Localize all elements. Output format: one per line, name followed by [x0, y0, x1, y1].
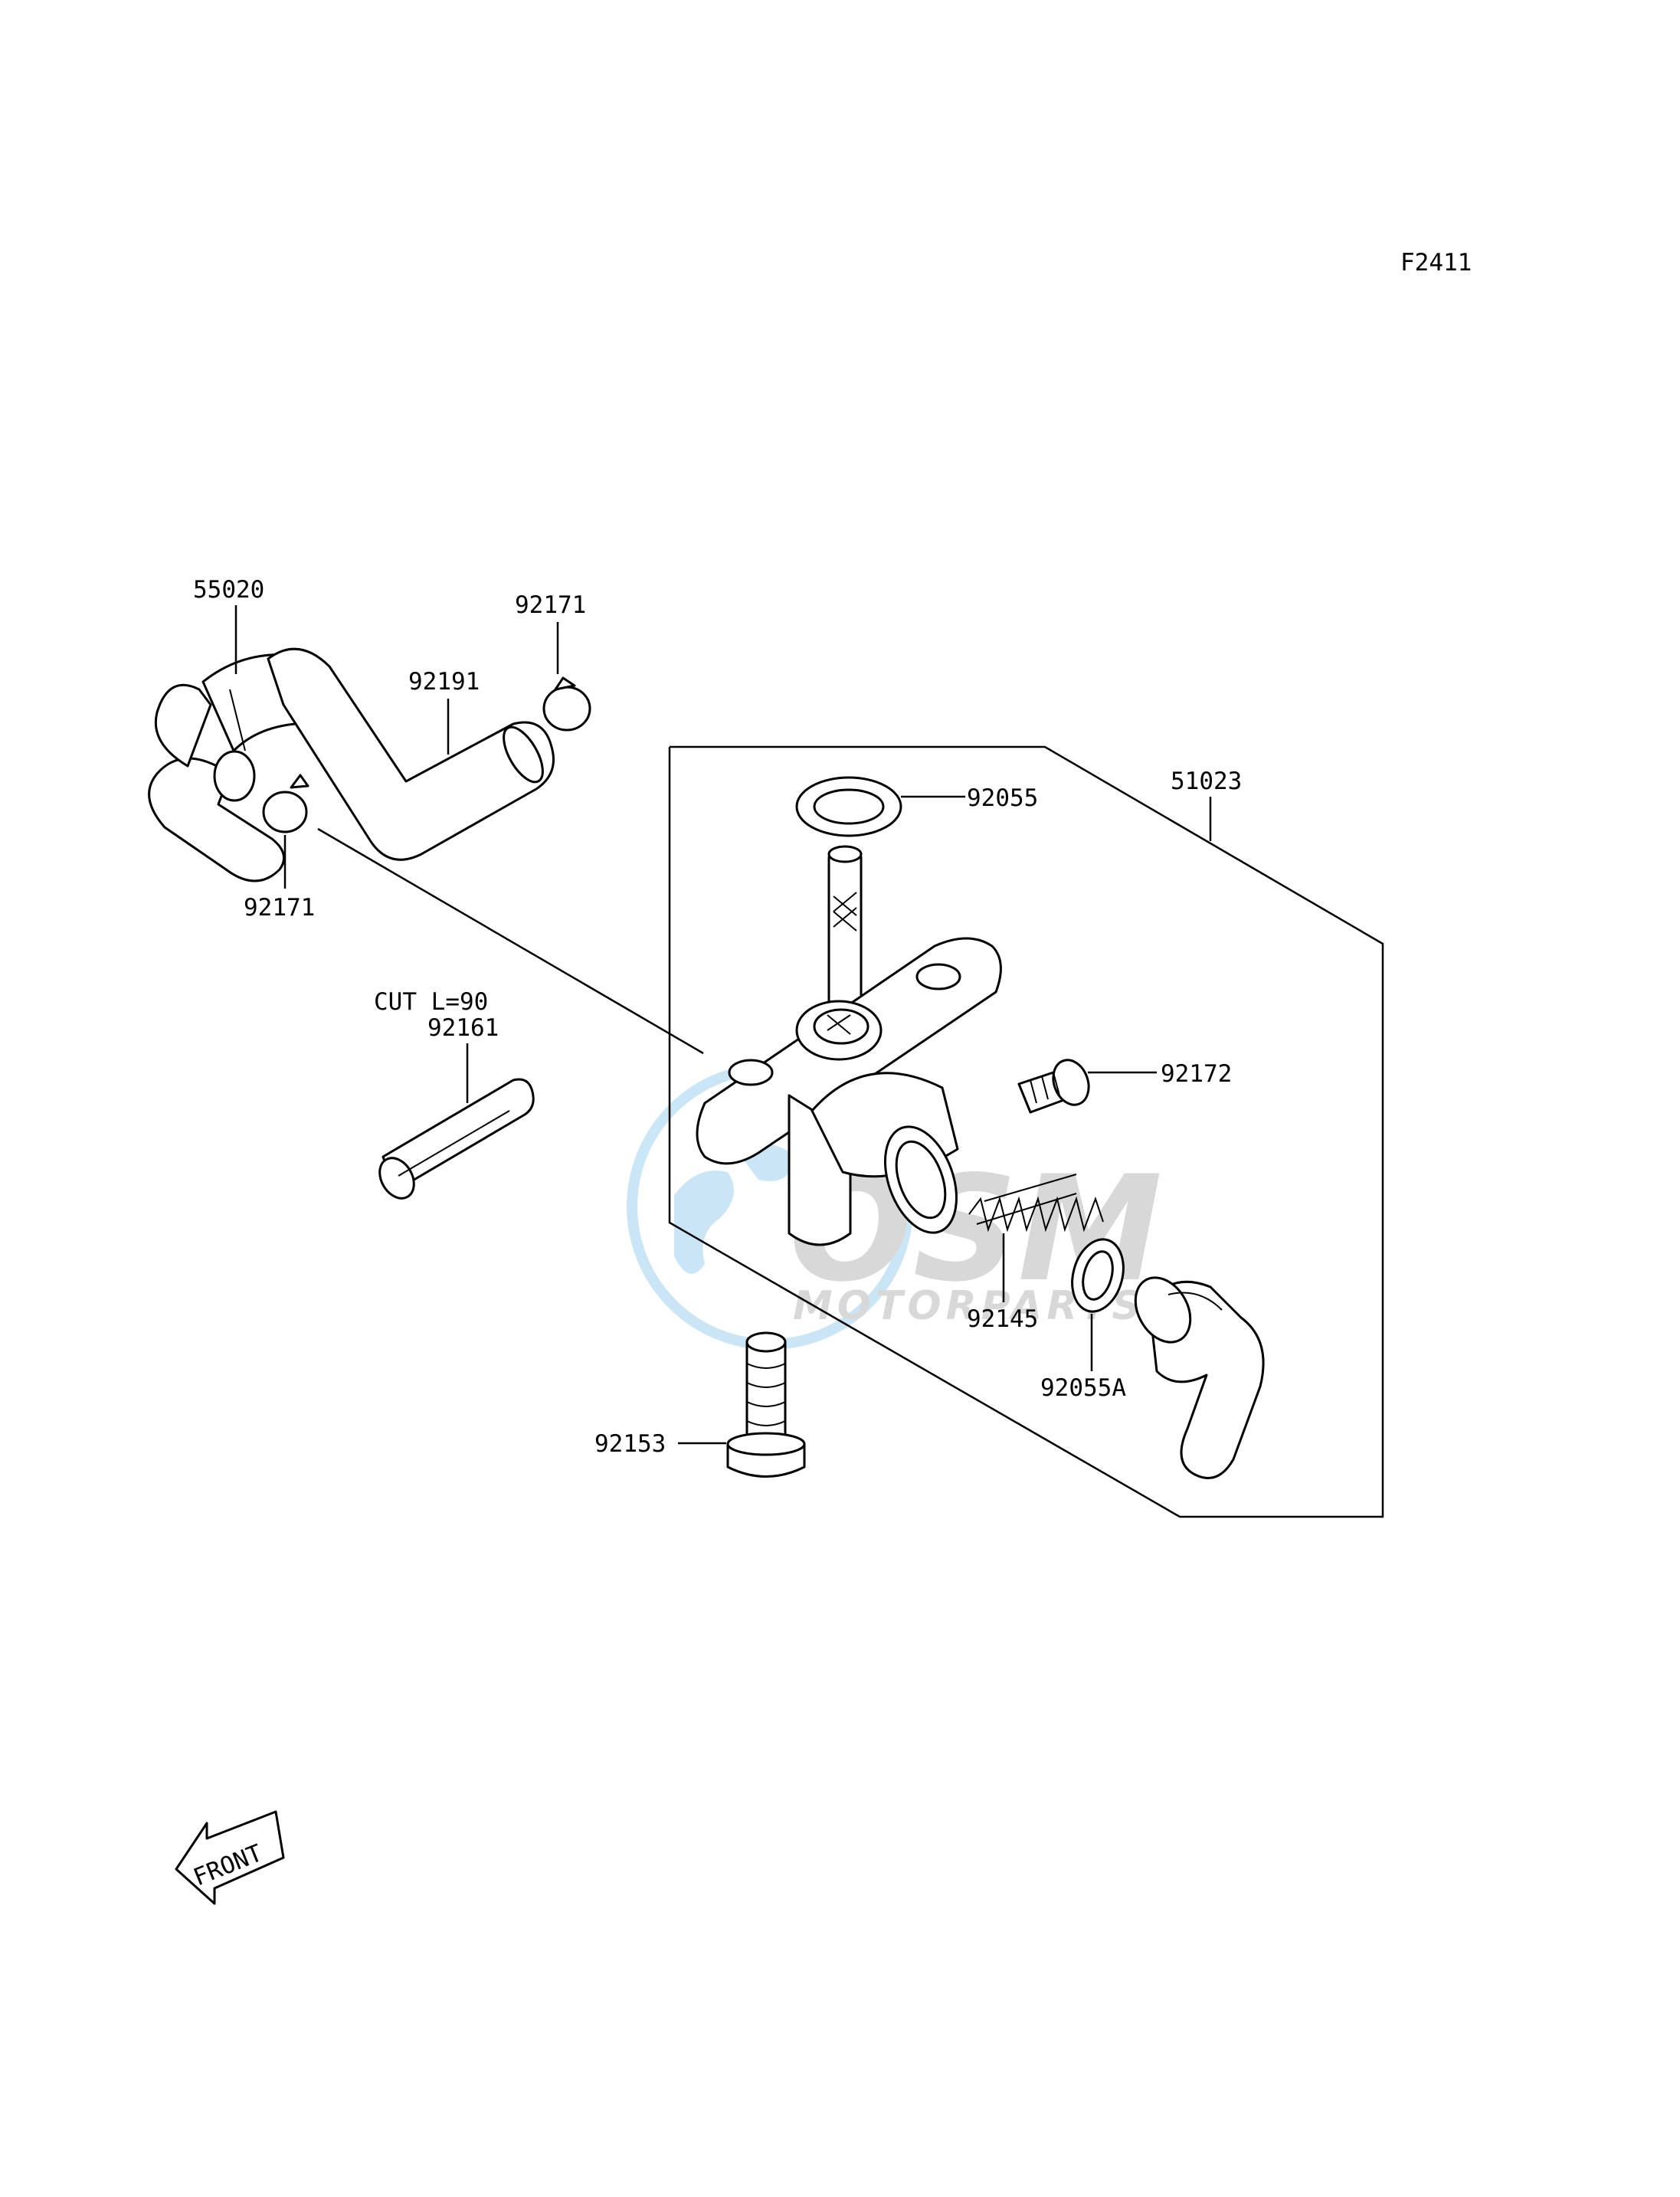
label-92153: 92153 [594, 1430, 666, 1458]
label-92171-top: 92171 [515, 591, 586, 619]
figure-code: F2411 [1400, 249, 1472, 277]
screw-92172 [1017, 1059, 1090, 1114]
assembly-outline [668, 745, 1384, 1518]
label-92172: 92172 [1161, 1060, 1232, 1088]
oring-92055a [1071, 1238, 1125, 1313]
front-arrow-icon: FRONT [175, 1810, 285, 1905]
fuel-cock-body [696, 845, 1002, 1246]
label-92171-bottom: 92171 [244, 894, 315, 922]
clamp-92171-top [542, 676, 591, 732]
clamp-92171-bottom [262, 774, 309, 833]
label-92191: 92191 [408, 668, 480, 696]
label-92145: 92145 [967, 1305, 1038, 1333]
lever [1134, 1276, 1265, 1479]
label-cut-note: CUT L=90 [374, 988, 488, 1016]
label-92055: 92055 [967, 784, 1038, 812]
label-92055a: 92055A [1040, 1374, 1126, 1402]
oring-92055 [795, 776, 902, 837]
spring-92145 [968, 1174, 1104, 1233]
hose-55020 [148, 653, 296, 882]
label-55020: 55020 [193, 576, 264, 604]
hose-92161 [378, 1078, 535, 1200]
bolt-92153 [726, 1331, 806, 1478]
label-51023: 51023 [1171, 768, 1242, 795]
pipe-92191 [267, 647, 555, 861]
label-92161: 92161 [427, 1014, 499, 1042]
